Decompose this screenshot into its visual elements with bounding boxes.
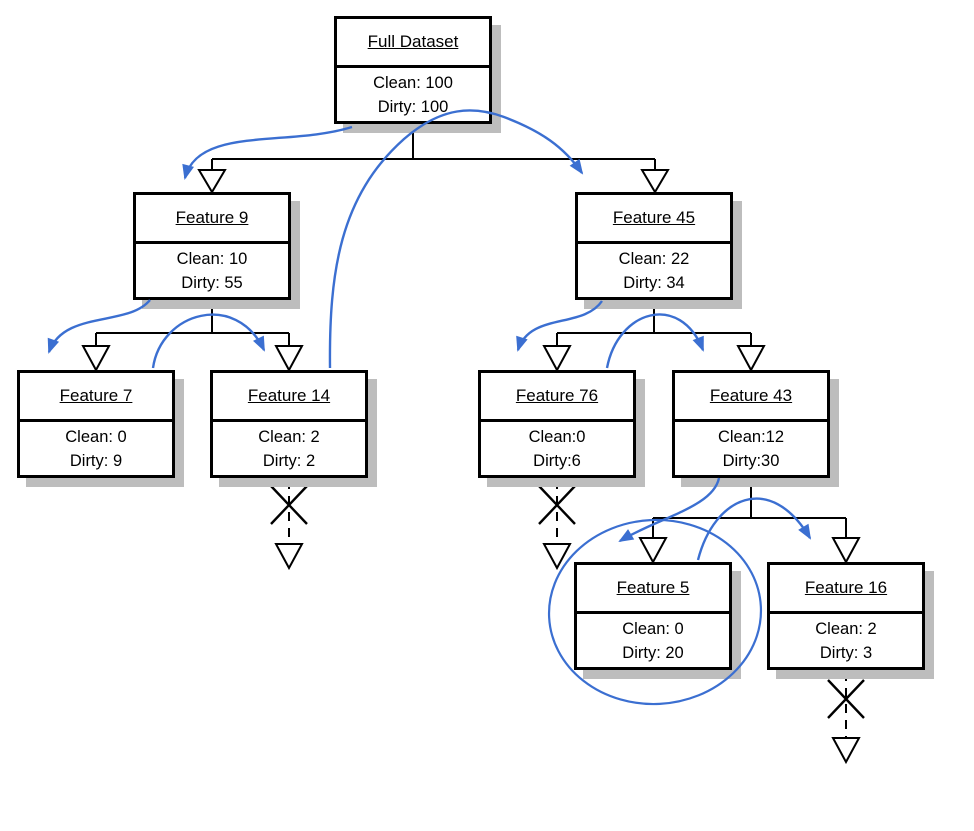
node-title: Feature 14 — [247, 386, 331, 405]
node-dirty-count: Dirty: 3 — [819, 643, 873, 662]
node-title: Feature 7 — [59, 386, 133, 405]
node-clean-count: Clean: 2 — [258, 427, 320, 446]
node-title: Feature 16 — [804, 578, 888, 597]
node-clean-count: Clean:0 — [528, 427, 586, 446]
node-clean-count: Clean: 22 — [618, 249, 690, 268]
pruned-marker-feature-14 — [270, 480, 308, 571]
node-clean-count: Clean: 100 — [373, 73, 453, 92]
node-dirty-count: Dirty:30 — [722, 451, 780, 470]
node-dirty-count: Dirty: 100 — [377, 97, 449, 116]
node-feature-43: Feature 43 Clean:12 Dirty:30 — [672, 370, 830, 478]
node-dirty-count: Dirty:6 — [533, 451, 581, 470]
node-feature-5: Feature 5 Clean: 0 Dirty: 20 — [574, 562, 732, 670]
node-clean-count: Clean: 10 — [176, 249, 248, 268]
node-clean-count: Clean: 2 — [815, 619, 877, 638]
node-clean-count: Clean: 0 — [622, 619, 684, 638]
node-title: Feature 76 — [515, 386, 599, 405]
node-full-dataset: Full Dataset Clean: 100 Dirty: 100 — [334, 16, 492, 124]
node-feature-7: Feature 7 Clean: 0 Dirty: 9 — [17, 370, 175, 478]
node-feature-14: Feature 14 Clean: 2 Dirty: 2 — [210, 370, 368, 478]
node-clean-count: Clean:12 — [717, 427, 785, 446]
node-dirty-count: Dirty: 34 — [623, 273, 685, 292]
node-title: Feature 5 — [616, 578, 690, 597]
pruned-marker-feature-16 — [827, 672, 865, 765]
node-title: Feature 43 — [709, 386, 793, 405]
node-title: Feature 9 — [175, 208, 249, 227]
node-dirty-count: Dirty: 20 — [622, 643, 684, 662]
node-feature-45: Feature 45 Clean: 22 Dirty: 34 — [575, 192, 733, 300]
node-feature-76: Feature 76 Clean:0 Dirty:6 — [478, 370, 636, 478]
node-title: Full Dataset — [367, 32, 459, 51]
node-dirty-count: Dirty: 55 — [181, 273, 243, 292]
pruned-marker-feature-76 — [538, 480, 576, 571]
node-title: Feature 45 — [612, 208, 696, 227]
node-feature-16: Feature 16 Clean: 2 Dirty: 3 — [767, 562, 925, 670]
node-clean-count: Clean: 0 — [65, 427, 127, 446]
node-feature-9: Feature 9 Clean: 10 Dirty: 55 — [133, 192, 291, 300]
node-dirty-count: Dirty: 2 — [262, 451, 316, 470]
node-dirty-count: Dirty: 9 — [69, 451, 123, 470]
